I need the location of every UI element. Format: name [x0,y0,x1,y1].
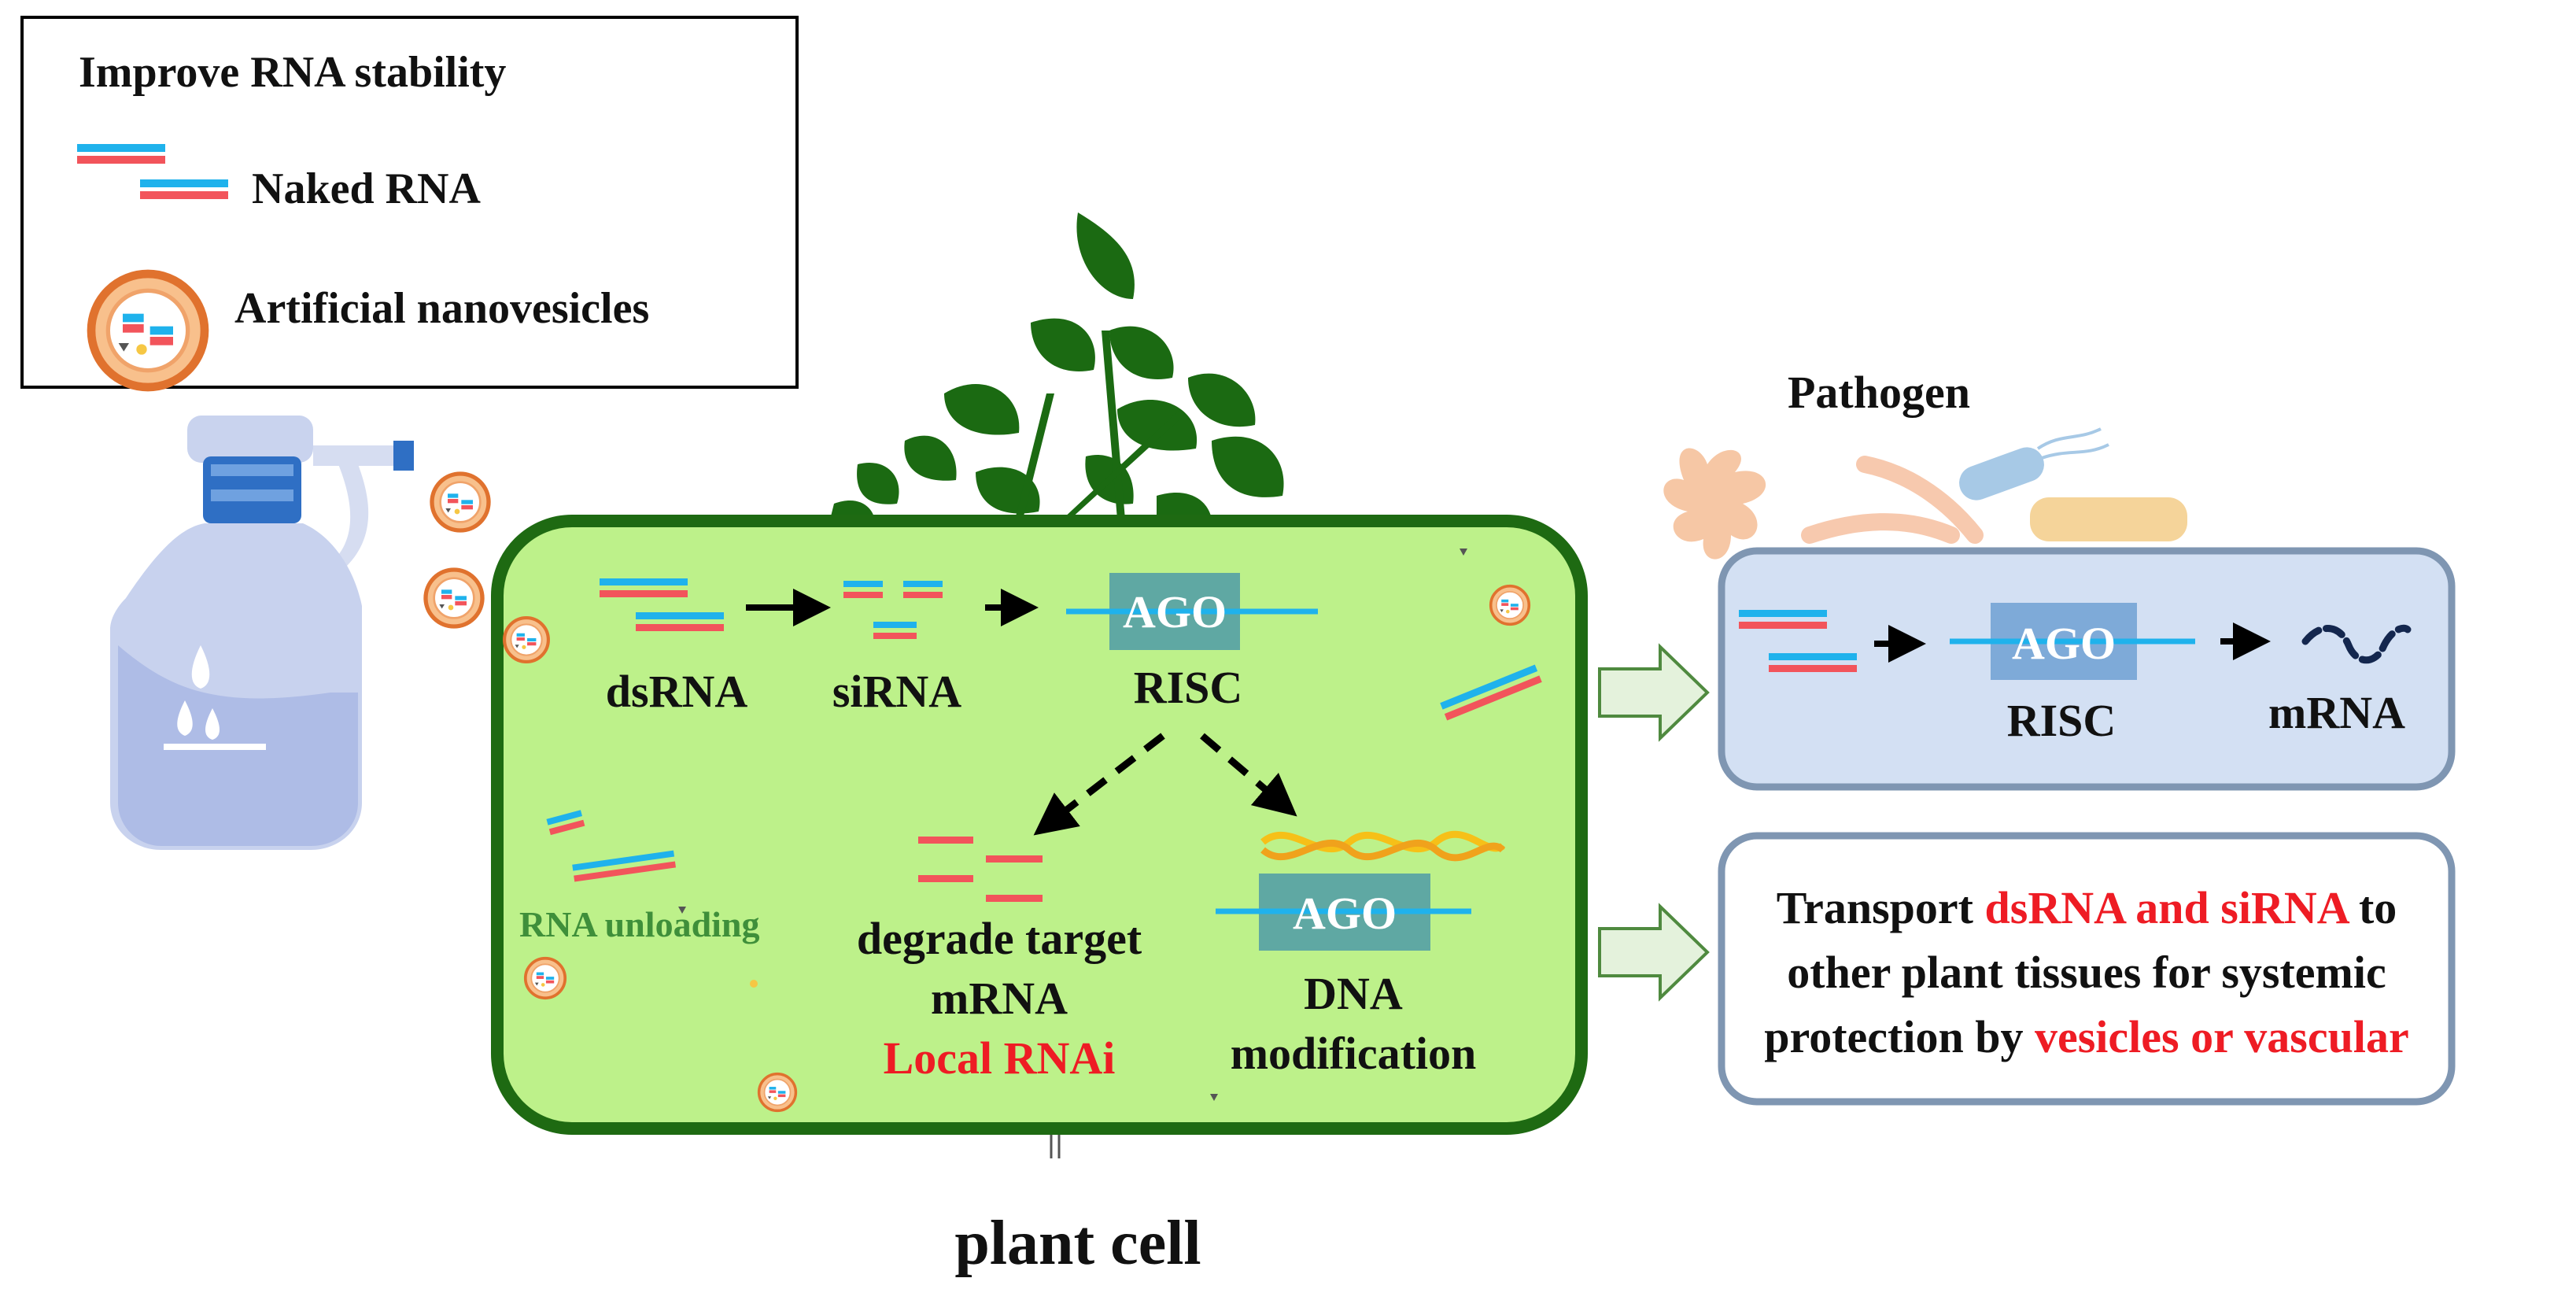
transport-line1: Transport dsRNA and siRNA to [1776,882,2397,933]
pathogen-bacterium-icon [1959,427,2109,501]
pathogen-hyphae-icon [1801,456,1984,544]
arrow-risc-to-degrade [1033,733,1165,836]
transport-line3: protection by vesicles or vascular [1764,1011,2409,1062]
ago-label: AGO [1123,586,1227,637]
pathogen-fungus-icon [1663,448,1766,560]
legend-nanovesicles-label: Artificial nanovesicles [234,284,650,333]
plant-leaves-icon [826,212,1284,535]
legend-naked-rna-icon [77,144,228,199]
ago-label-dna: AGO [1293,888,1397,939]
degrade-label-line1: degrade target [856,913,1142,964]
dna-label-line2: modification [1230,1028,1477,1079]
sirna-label: siRNA [832,666,962,717]
sirna-icon [843,581,943,639]
cell-vesicle-icon [1489,584,1531,626]
spray-vesicle-icon [432,474,489,530]
spray-bottle-icon [110,416,414,850]
spray-vesicle-icon [426,570,482,626]
rna-unloading-label: RNA unloading [519,904,760,944]
pathogen-risc-label: RISC [2006,695,2117,746]
cell-vesicle-icon [523,956,567,1000]
unloading-rna-icon [546,810,677,882]
cell-dsrna-icon [1440,664,1542,721]
dna-label-line1: DNA [1304,968,1403,1019]
pathogen-mrna-label: mRNA [2268,687,2405,738]
pathogen-dsrna-icon [1739,610,1857,672]
legend-title: Improve RNA stability [79,48,507,97]
transport-line2: other plant tissues for systemic [1787,947,2386,998]
local-rnai-label: Local RNAi [883,1032,1116,1084]
cell-vesicle-icon [504,618,548,662]
dna-helix-icon [1260,830,1506,862]
pathogen-title: Pathogen [1788,367,1970,418]
degrade-label-line2: mRNA [931,973,1068,1024]
dsrna-label: dsRNA [605,666,748,717]
legend-naked-rna-label: Naked RNA [252,164,481,213]
degraded-mrna-icon [918,837,1043,902]
legend-nanovesicle-icon [91,274,205,387]
arrow-cell-to-pathogen [1598,643,1710,742]
cell-particle-icons [678,549,1467,1101]
mrna-squiggle-icon [2301,624,2412,664]
cell-vesicle-icon [757,1072,798,1113]
arrow-cell-to-transport [1598,903,1710,1002]
pathogen-ago-label: AGO [2012,618,2116,669]
plant-cell-caption: plant cell [954,1209,1201,1278]
dsrna-icon [600,578,724,631]
arrow-risc-to-dna [1200,733,1297,817]
pathogen-bacilli-icon [2030,497,2187,541]
transport-box [1718,832,2456,1106]
risc-label: RISC [1133,662,1243,713]
